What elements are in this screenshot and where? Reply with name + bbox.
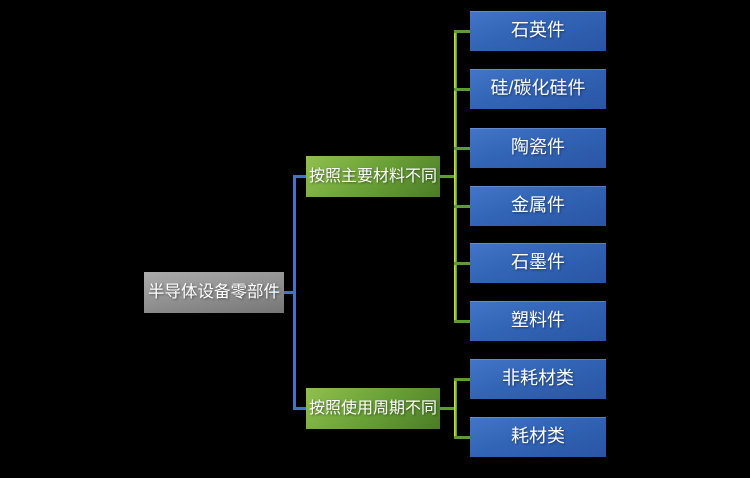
branch-node-material: 按照主要材料不同 [306, 156, 440, 197]
connector-cycle-vertical [454, 378, 457, 439]
leaf-node-silicon-carbide: 硅/碳化硅件 [470, 69, 606, 109]
connector-material-vertical [454, 30, 457, 323]
connector-leaf-quartz-stub [454, 30, 470, 33]
connector-leaf-metal-stub [454, 205, 470, 208]
connector-cycle-out [440, 407, 455, 410]
leaf-node-consumable: 耗材类 [470, 417, 606, 457]
leaf-node-quartz: 石英件 [470, 11, 606, 51]
connector-root-vertical [293, 175, 296, 410]
leaf-node-quartz-label: 石英件 [511, 20, 565, 41]
connector-leaf-graphite-stub [454, 262, 470, 265]
leaf-node-graphite: 石墨件 [470, 243, 606, 283]
connector-leaf-ceramic-stub [454, 147, 470, 150]
leaf-node-ceramic-label: 陶瓷件 [511, 137, 565, 158]
leaf-node-plastic-label: 塑料件 [511, 310, 565, 331]
branch-node-cycle-label: 按照使用周期不同 [308, 399, 437, 417]
leaf-node-non-consumable-label: 非耗材类 [502, 368, 574, 389]
leaf-node-metal: 金属件 [470, 186, 606, 226]
leaf-node-plastic: 塑料件 [470, 301, 606, 341]
leaf-node-metal-label: 金属件 [511, 195, 565, 216]
connector-root-horizontal [284, 291, 294, 294]
leaf-node-graphite-label: 石墨件 [511, 252, 565, 273]
connector-material-out [440, 175, 455, 178]
connector-branch-cycle-stub [293, 407, 306, 410]
leaf-node-ceramic: 陶瓷件 [470, 128, 606, 168]
connector-leaf-silicon-stub [454, 88, 470, 91]
connector-leaf-nonconsumable-stub [454, 378, 470, 381]
connector-leaf-consumable-stub [454, 436, 470, 439]
connector-branch-material-stub [293, 175, 306, 178]
root-node-label: 半导体设备零部件 [148, 283, 280, 302]
leaf-node-non-consumable: 非耗材类 [470, 359, 606, 399]
leaf-node-silicon-carbide-label: 硅/碳化硅件 [490, 78, 586, 99]
leaf-node-consumable-label: 耗材类 [511, 426, 565, 447]
connector-leaf-plastic-stub [454, 320, 470, 323]
branch-node-material-label: 按照主要材料不同 [308, 167, 437, 185]
root-node: 半导体设备零部件 [144, 272, 284, 313]
branch-node-cycle: 按照使用周期不同 [306, 388, 440, 429]
